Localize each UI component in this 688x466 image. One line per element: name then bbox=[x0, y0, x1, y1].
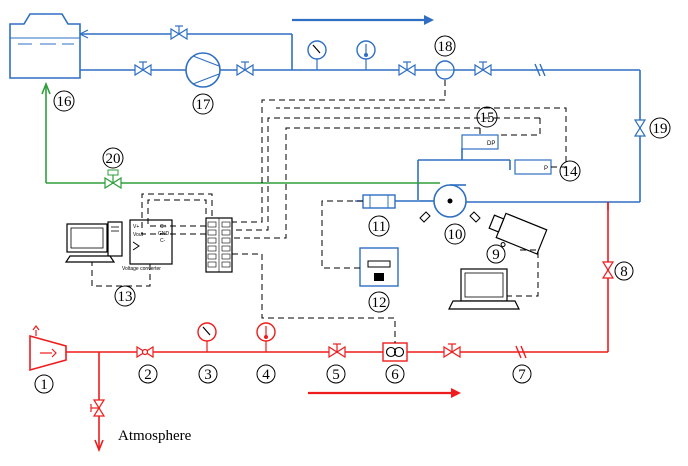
svg-text:19: 19 bbox=[653, 121, 668, 137]
label-9: 9 bbox=[486, 244, 506, 264]
p-label: P bbox=[544, 166, 548, 172]
svg-text:12: 12 bbox=[372, 295, 387, 311]
label-20: 20 bbox=[102, 147, 124, 169]
test-ejector bbox=[419, 184, 481, 223]
atmosphere-label: Atmosphere bbox=[118, 428, 192, 444]
label-2: 2 bbox=[138, 364, 158, 384]
svg-text:10: 10 bbox=[448, 227, 463, 243]
light-source bbox=[359, 247, 399, 287]
label-19: 19 bbox=[649, 117, 671, 139]
supply-valve-c bbox=[398, 61, 416, 77]
voltage-converter-label: Voltage converter bbox=[122, 266, 161, 272]
label-3: 3 bbox=[198, 364, 218, 384]
filter-unit bbox=[355, 194, 420, 209]
svg-text:7: 7 bbox=[518, 367, 526, 383]
svg-text:3: 3 bbox=[204, 367, 212, 383]
blue-flow-arrow bbox=[292, 15, 434, 25]
compressor bbox=[29, 325, 67, 372]
desktop-computer bbox=[64, 221, 123, 263]
laptop bbox=[448, 268, 520, 310]
return-valve bbox=[170, 25, 188, 41]
label-17: 17 bbox=[192, 93, 214, 115]
svg-text:8: 8 bbox=[620, 264, 628, 280]
label-1: 1 bbox=[34, 374, 54, 394]
svg-text:2: 2 bbox=[144, 367, 152, 383]
red-thermometer-icon bbox=[256, 322, 276, 352]
svg-text:17: 17 bbox=[196, 97, 212, 113]
svg-text:13: 13 bbox=[118, 289, 133, 305]
svg-text:15: 15 bbox=[480, 110, 495, 126]
supply-valve-b bbox=[236, 61, 254, 77]
svg-text:1: 1 bbox=[40, 377, 48, 393]
label-11: 11 bbox=[368, 215, 390, 237]
pressure-gauge-icon bbox=[307, 40, 327, 70]
label-6: 6 bbox=[385, 364, 405, 384]
red-valve-after-meter bbox=[443, 343, 461, 359]
svg-text:20: 20 bbox=[106, 151, 121, 167]
label-5: 5 bbox=[326, 364, 346, 384]
vout-label: Vout bbox=[133, 232, 144, 238]
daq-terminal bbox=[205, 217, 233, 273]
gas-flow-meter bbox=[382, 342, 408, 362]
component-labels: 1 2 3 4 5 6 7 8 9 10 11 12 13 14 15 16 1… bbox=[34, 35, 671, 394]
dp-transducer: DP bbox=[461, 134, 499, 150]
red-valve-2 bbox=[136, 345, 154, 359]
svg-text:5: 5 bbox=[332, 367, 340, 383]
red-flow-arrow bbox=[308, 388, 461, 398]
circulation-pump bbox=[185, 52, 221, 88]
red-valve-atmosphere bbox=[90, 399, 106, 417]
dp-label: DP bbox=[487, 141, 495, 147]
high-speed-camera bbox=[488, 212, 548, 255]
vplus-label: V+ bbox=[133, 224, 139, 230]
red-valve-5 bbox=[328, 343, 346, 359]
green-return-line bbox=[41, 81, 440, 184]
supply-valve-a bbox=[134, 61, 152, 77]
water-tank bbox=[9, 13, 81, 79]
svg-text:6: 6 bbox=[391, 367, 399, 383]
thermometer-icon bbox=[356, 40, 376, 70]
cplus-label: C+ bbox=[160, 224, 167, 230]
label-12: 12 bbox=[368, 291, 390, 313]
signal-lines bbox=[91, 80, 567, 343]
label-10: 10 bbox=[444, 223, 466, 245]
svg-text:18: 18 bbox=[438, 39, 453, 55]
svg-text:4: 4 bbox=[262, 367, 270, 383]
voltage-converter: V+ Vout C+ GND C- Voltage converter bbox=[122, 219, 173, 272]
red-check-valve bbox=[515, 345, 527, 359]
supply-valve-d bbox=[474, 61, 492, 77]
cminus-label: C- bbox=[160, 238, 166, 244]
label-18: 18 bbox=[434, 35, 456, 57]
flowmeter bbox=[435, 60, 455, 80]
valve-20 bbox=[104, 169, 122, 190]
label-8: 8 bbox=[614, 261, 634, 281]
pressure-transducer: P bbox=[514, 159, 552, 175]
label-4: 4 bbox=[256, 364, 276, 384]
label-15: 15 bbox=[476, 106, 498, 128]
svg-text:16: 16 bbox=[57, 94, 73, 110]
label-16: 16 bbox=[53, 90, 75, 112]
label-13: 13 bbox=[114, 285, 136, 307]
blue-check-valve bbox=[534, 63, 546, 77]
label-7: 7 bbox=[512, 364, 532, 384]
red-pressure-gauge-icon bbox=[197, 322, 217, 352]
label-14: 14 bbox=[559, 160, 581, 182]
valve-8 bbox=[601, 261, 615, 279]
svg-text:14: 14 bbox=[563, 164, 579, 180]
valve-19 bbox=[633, 119, 647, 137]
svg-text:9: 9 bbox=[492, 247, 500, 263]
svg-text:11: 11 bbox=[372, 219, 386, 235]
